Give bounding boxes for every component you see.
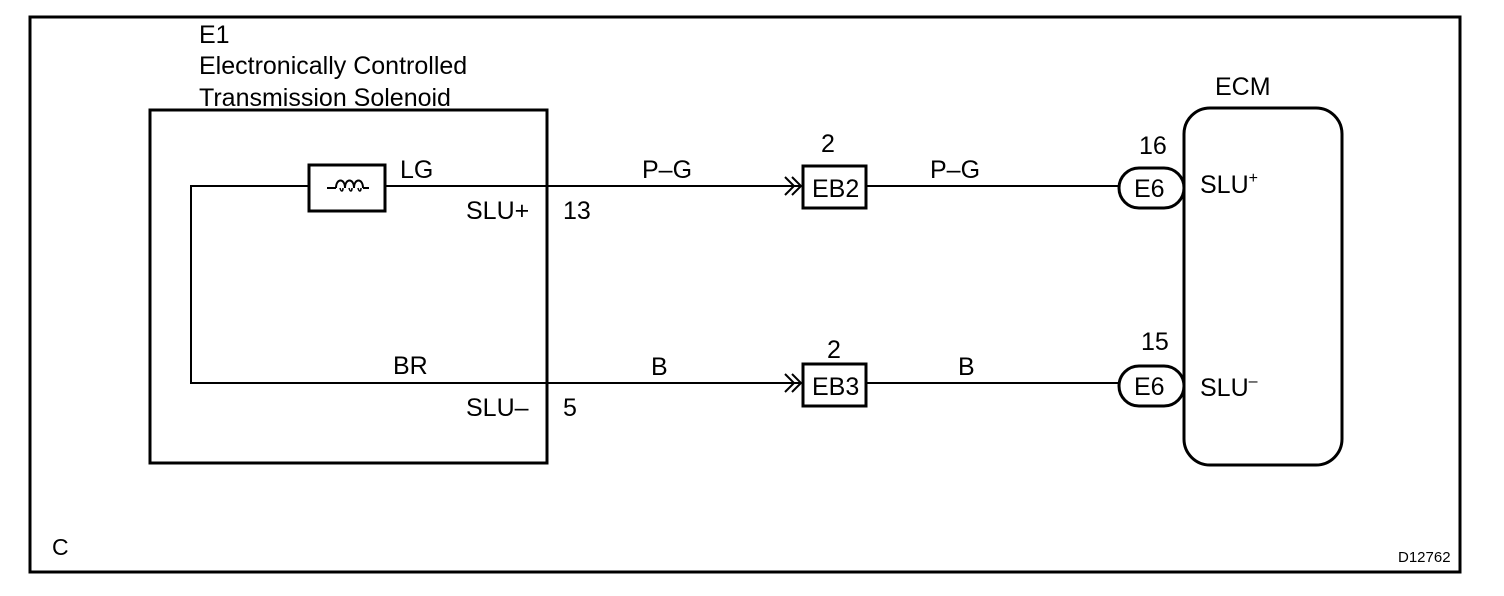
ecm-connector-e6-bottom <box>1117 364 1186 408</box>
ecm-terminal-slu-plus: SLU+ <box>1200 170 1258 199</box>
ecm-connector-e6-top <box>1117 166 1186 210</box>
ecm-title: ECM <box>1215 73 1271 101</box>
diagram-frame <box>28 15 1462 574</box>
pin-number-5: 5 <box>563 394 577 422</box>
connector-arrow-icon <box>784 373 803 393</box>
ecm-box <box>1182 106 1344 467</box>
figure-code: D12762 <box>1398 549 1451 566</box>
ecm-pin-16: 16 <box>1139 132 1167 160</box>
wire-color-lg: LG <box>400 156 433 184</box>
internal-wire-loop <box>190 185 547 384</box>
coil-icon <box>307 163 387 213</box>
component-ref: E1 <box>199 21 230 49</box>
component-name-line1: Electronically Controlled <box>199 52 467 80</box>
pin-label-slu-minus: SLU– <box>466 394 529 422</box>
ecm-connector-e6-bottom-label: E6 <box>1134 373 1165 401</box>
connector-eb3-label: EB3 <box>812 373 859 401</box>
connector-eb2-label: EB2 <box>812 175 859 203</box>
component-name-line2: Transmission Solenoid <box>199 84 451 112</box>
connector-arrow-icon <box>784 176 803 196</box>
connector-eb3-pin: 2 <box>827 336 841 364</box>
ecm-connector-e6-top-label: E6 <box>1134 175 1165 203</box>
wire-color-bottom-right: B <box>958 353 975 381</box>
ecm-pin-15: 15 <box>1141 328 1169 356</box>
solenoid-box <box>148 108 549 465</box>
wire-color-top-left: P–G <box>642 156 692 184</box>
connector-eb3 <box>801 362 868 408</box>
pin-number-13: 13 <box>563 197 591 225</box>
wire-color-top-right: P–G <box>930 156 980 184</box>
pin-label-slu-plus: SLU+ <box>466 197 529 225</box>
wire-color-bottom-left: B <box>651 353 668 381</box>
section-label: C <box>52 534 69 560</box>
ecm-terminal-slu-minus: SLU– <box>1200 373 1258 402</box>
connector-eb2-pin: 2 <box>821 130 835 158</box>
wire-color-br: BR <box>393 352 428 380</box>
